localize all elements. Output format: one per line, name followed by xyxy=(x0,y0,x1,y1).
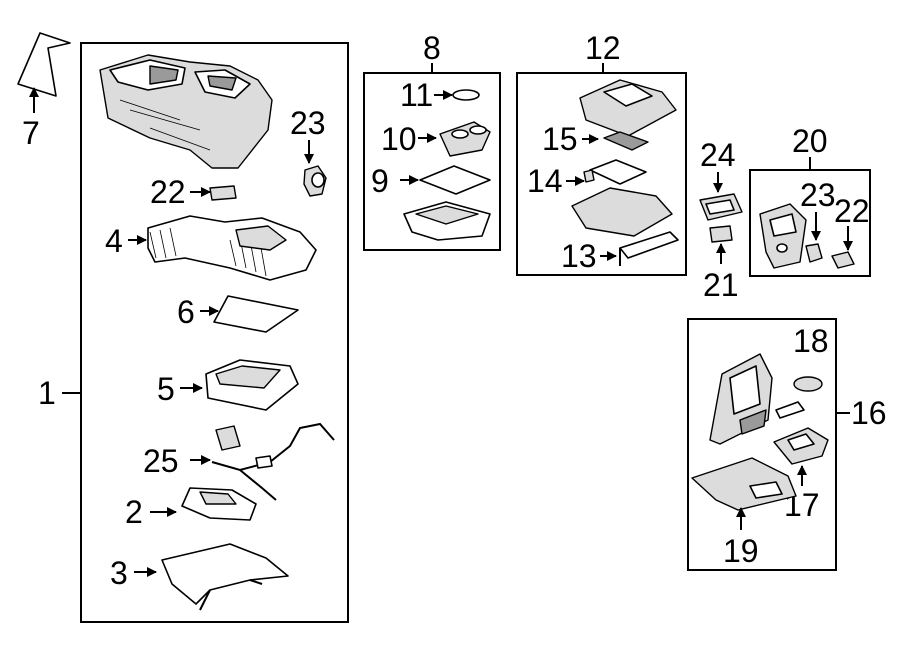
part-3-base-bracket xyxy=(161,543,289,611)
part-console-body xyxy=(99,54,273,169)
callout-24: 24 xyxy=(700,137,736,173)
part-22-clip xyxy=(209,185,237,201)
callout-22a: 22 xyxy=(150,174,186,210)
part-small-trim xyxy=(775,401,805,419)
part-14-latch xyxy=(583,159,647,185)
part-17-switch-housing xyxy=(773,427,829,465)
callout-18: 18 xyxy=(793,323,829,359)
callout-2: 2 xyxy=(125,494,143,530)
group-box-12 xyxy=(516,72,687,276)
callout-6: 6 xyxy=(177,294,195,330)
callout-13: 13 xyxy=(561,238,597,274)
group-box-1 xyxy=(80,42,349,623)
callout-11: 11 xyxy=(400,77,433,113)
part-5-storage-bin xyxy=(205,359,299,411)
callout-7: 7 xyxy=(22,115,40,151)
part-7-carpet-panel xyxy=(17,32,71,97)
callout-16: 16 xyxy=(851,395,887,431)
callout-23b: 23 xyxy=(800,177,836,213)
callout-14: 14 xyxy=(527,163,563,199)
part-9-mat xyxy=(419,165,491,195)
callout-12: 12 xyxy=(585,30,621,66)
callout-23a: 23 xyxy=(290,105,326,141)
part-20-trim-panel xyxy=(759,203,807,269)
part-15-pad xyxy=(603,131,649,151)
part-lid xyxy=(579,79,677,137)
callout-5: 5 xyxy=(157,371,175,407)
part-tray xyxy=(403,201,491,241)
callout-10: 10 xyxy=(381,121,417,157)
callout-20: 20 xyxy=(792,123,828,159)
callout-15: 15 xyxy=(542,121,578,157)
part-2-bracket xyxy=(181,487,257,521)
group-box-16 xyxy=(687,318,837,571)
part-6-mat xyxy=(213,295,299,333)
part-4-frame xyxy=(147,215,317,281)
part-25-wiring-harness xyxy=(211,422,335,501)
part-11-cap xyxy=(452,89,480,101)
part-18-cover xyxy=(793,376,823,392)
callout-3: 3 xyxy=(110,555,128,591)
callout-22b: 22 xyxy=(834,193,870,229)
part-19-lower-trim xyxy=(691,457,797,511)
part-13-hinge xyxy=(619,231,679,266)
part-21-clip xyxy=(709,225,733,243)
callout-19: 19 xyxy=(723,533,759,569)
part-10-cup-holder xyxy=(439,121,491,157)
callout-1: 1 xyxy=(38,375,56,411)
callout-9: 9 xyxy=(371,163,389,199)
part-24-switch xyxy=(699,193,743,221)
part-lid-lower xyxy=(571,187,673,237)
part-23-knob xyxy=(303,165,327,197)
part-16-bezel xyxy=(709,353,773,445)
callout-25: 25 xyxy=(143,443,179,479)
callout-4: 4 xyxy=(105,223,123,259)
callout-8: 8 xyxy=(423,30,441,66)
part-22-plug xyxy=(831,251,855,269)
part-23-knob-b xyxy=(805,243,823,263)
callout-21: 21 xyxy=(703,267,739,303)
